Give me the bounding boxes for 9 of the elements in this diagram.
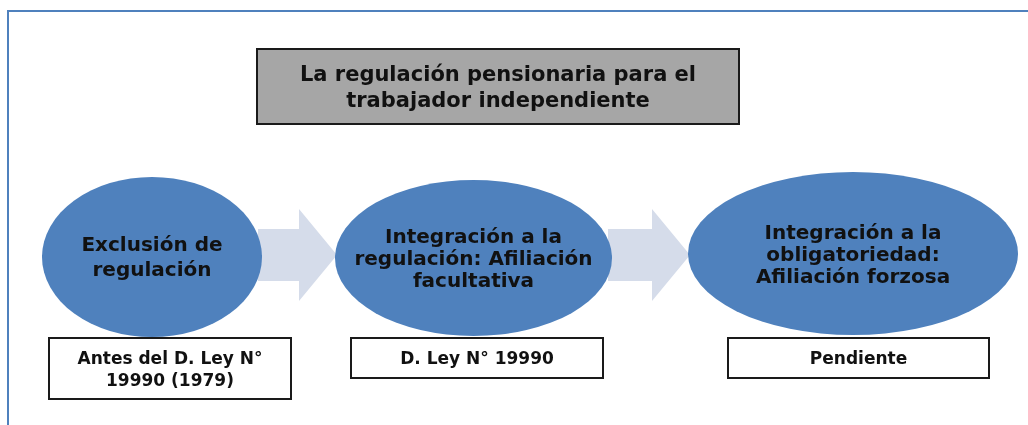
date-box: Pendiente (727, 337, 990, 379)
stage-ellipse: Exclusión de regulación (42, 177, 262, 337)
block-arrow (608, 209, 690, 301)
stage-ellipse: Integración a la obligatoriedad: Afiliación forzosa (688, 172, 1018, 335)
title-box: La regulación pensionaria para el trabajador independiente (256, 48, 740, 125)
date-box: D. Ley N° 19990 (350, 337, 604, 379)
stage-ellipse: Integración a la regulación: Afiliación facultativa (335, 180, 612, 336)
block-arrow (258, 209, 337, 301)
date-box: Antes del D. Ley N° 19990 (1979) (48, 337, 292, 400)
